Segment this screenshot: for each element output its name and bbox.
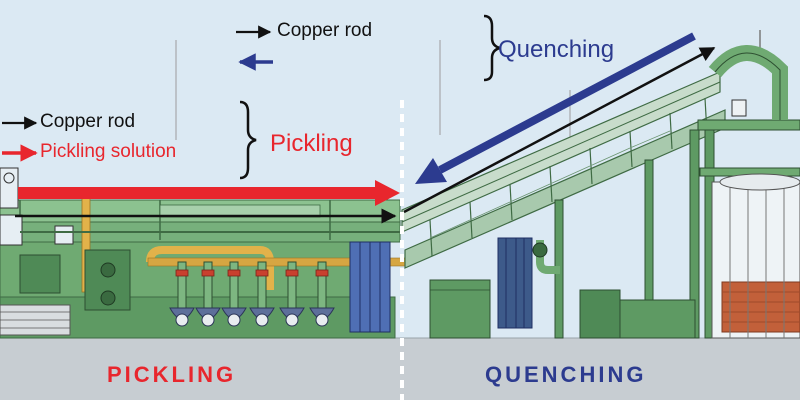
pickling-bracket-label: Pickling [270,130,353,157]
legend-top-copper-rod-label: Copper rod [277,20,373,41]
legend-left-pickling-solution-label: Pickling solution [40,141,177,162]
legend-left-copper-rod-label: Copper rod [40,111,136,132]
copper-rod-incline-arrow [403,46,716,214]
floor-quenching-label: QUENCHING [485,362,647,387]
quenching-flow-arrow [438,32,696,174]
floor-pickling-label: PICKLING [107,362,237,387]
quenching-brace [483,14,501,82]
quenching-flow-arrowhead [415,158,447,184]
quenching-line [401,45,800,339]
quenching-bracket-label: Quenching [498,36,615,63]
pickling-solution-arrowhead [375,180,400,206]
pickling-brace [239,100,257,180]
